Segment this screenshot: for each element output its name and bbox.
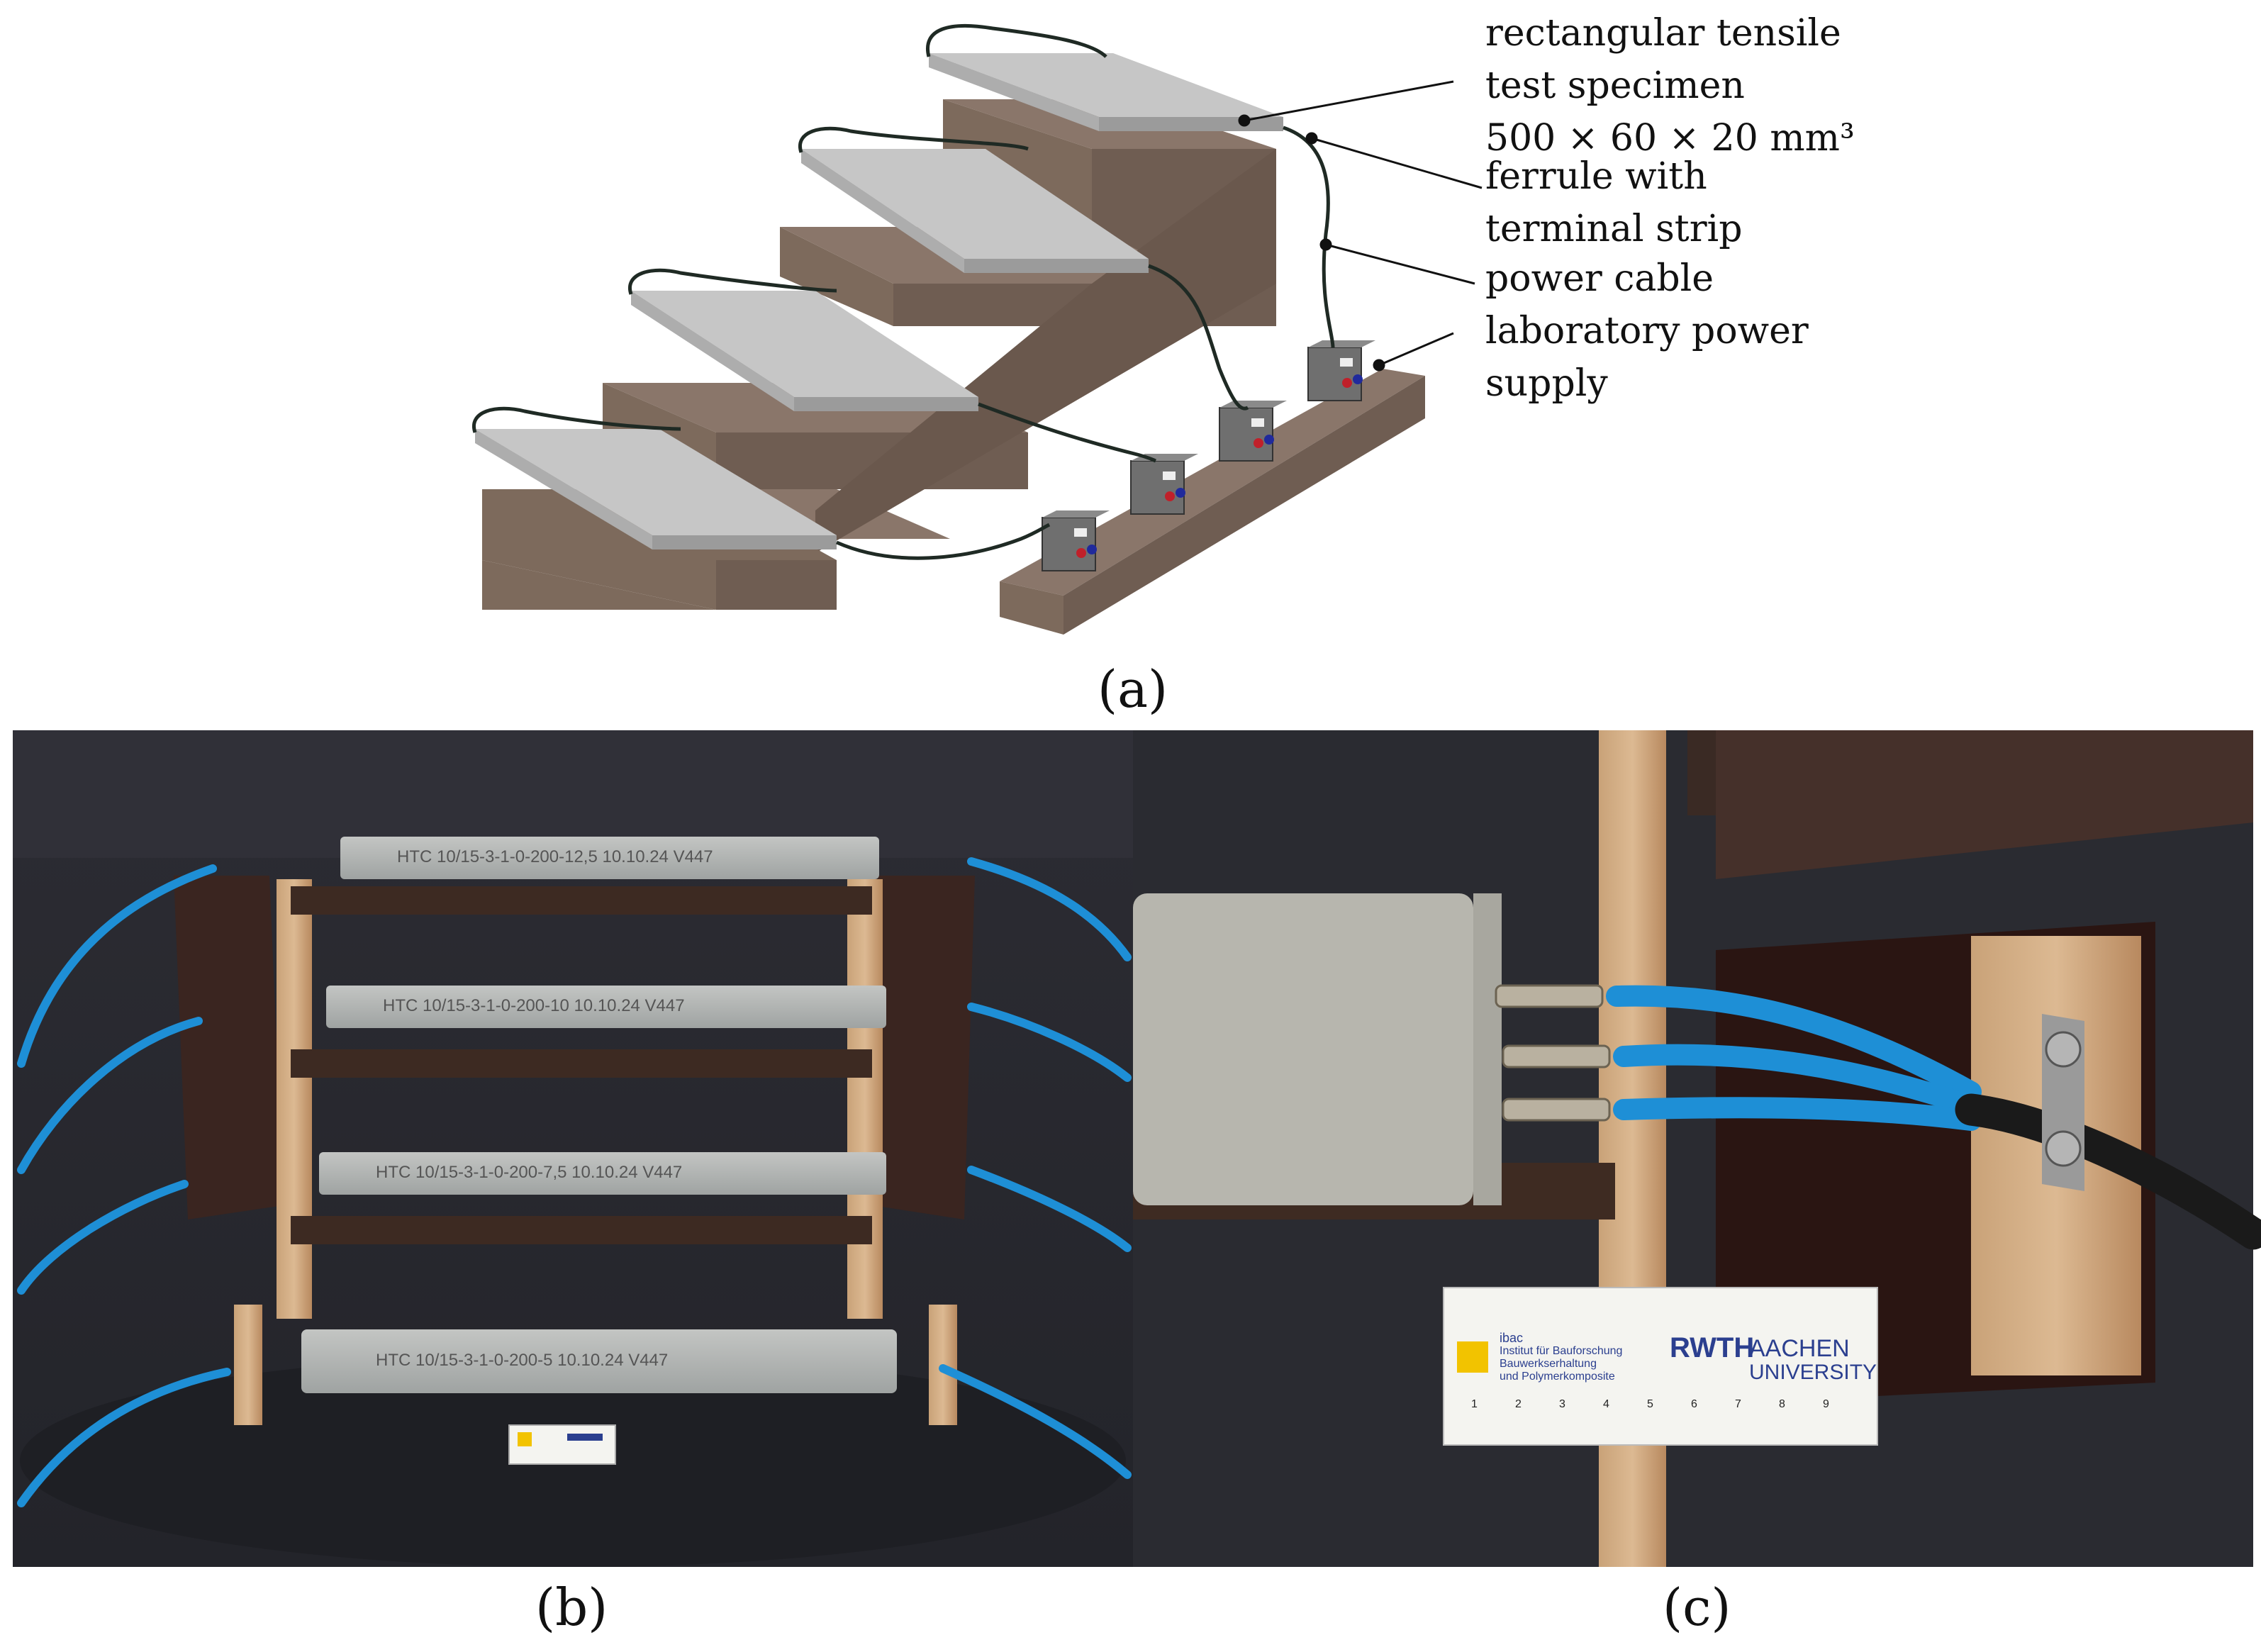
- callout-specimen-line1: rectangular tensile: [1485, 12, 1841, 55]
- callout-supply-line1: laboratory power: [1485, 310, 1809, 352]
- scale-tick-3: 3: [1559, 1398, 1565, 1410]
- scale-tick-2: 2: [1515, 1398, 1522, 1410]
- callout-cable: power cable: [1485, 252, 1714, 305]
- panel-b-photo: [13, 730, 1133, 1567]
- photo-c-cables: [1606, 985, 2261, 1250]
- schematic-cables: [471, 23, 1335, 560]
- photo-b-specimen-3: [319, 1152, 886, 1195]
- photo-b-scale-card: [508, 1424, 616, 1465]
- scale-rwth: RWTH: [1670, 1332, 1755, 1363]
- scale-aachen: AACHEN: [1749, 1335, 1850, 1362]
- callout-ferrule-line1: ferrule with: [1485, 155, 1707, 198]
- photo-b-specimen-1: [340, 837, 879, 879]
- scale-institute-1: Institut für Bauforschung: [1500, 1345, 1623, 1357]
- panel-a-schematic: [471, 23, 1483, 635]
- panel-label-a: (a): [1098, 659, 1168, 719]
- photo-b-specimen-2: [326, 986, 886, 1028]
- scale-institute-2: Bauwerkserhaltung: [1500, 1358, 1597, 1370]
- scale-card: ibac Institut für Bauforschung Bauwerkse…: [1443, 1287, 1878, 1446]
- power-supply-1: [1307, 340, 1375, 401]
- callout-ferrule: ferrule with terminal strip: [1485, 150, 1742, 255]
- scale-ruler: 1 2 3 4 5 6 7 8 9: [1451, 1398, 1870, 1441]
- callout-cable-text: power cable: [1485, 257, 1714, 300]
- ibac-logo-square: [1457, 1341, 1488, 1373]
- scale-institute-3: und Polymerkomposite: [1500, 1371, 1615, 1383]
- schematic-specimen-2: [801, 149, 1149, 259]
- callout-specimen-dims: 500 × 60 × 20 mm³: [1485, 117, 1855, 160]
- supply-base-beam: [1000, 369, 1425, 596]
- scale-tick-7: 7: [1735, 1398, 1741, 1410]
- power-supply-2: [1219, 401, 1287, 462]
- specimen-tag-4: HTC 10/15-3-1-0-200-5 10.10.24 V447: [376, 1351, 669, 1370]
- power-supply-4: [1042, 510, 1110, 571]
- callout-specimen: rectangular tensile test specimen 500 × …: [1485, 7, 1855, 164]
- panel-label-c: (c): [1663, 1578, 1731, 1637]
- callout-ferrule-line2: terminal strip: [1485, 208, 1743, 250]
- schematic-specimen-4: [475, 429, 837, 535]
- schematic-specimen-1: [929, 53, 1283, 117]
- schematic-power-supplies: [1042, 340, 1375, 571]
- scale-tick-5: 5: [1647, 1398, 1653, 1410]
- scale-tick-6: 6: [1691, 1398, 1697, 1410]
- photo-c-ferrules: [1495, 984, 1611, 1122]
- specimen-tag-2: HTC 10/15-3-1-0-200-10 10.10.24 V447: [383, 996, 685, 1015]
- schematic-specimens: [475, 53, 1283, 549]
- scale-tick-8: 8: [1779, 1398, 1785, 1410]
- callout-specimen-line2: test specimen: [1485, 65, 1745, 107]
- scale-university: UNIVERSITY: [1749, 1361, 1877, 1384]
- power-supply-3: [1130, 454, 1198, 515]
- scale-tick-4: 4: [1603, 1398, 1609, 1410]
- scale-ibac: ibac: [1500, 1331, 1524, 1345]
- photo-b-cables: [17, 857, 1132, 1507]
- photo-c-clamp: [2042, 1014, 2084, 1191]
- callout-supply-line2: supply: [1485, 362, 1608, 405]
- photo-b-specimens: [301, 837, 897, 1393]
- scale-tick-9: 9: [1823, 1398, 1829, 1410]
- specimen-tag-1: HTC 10/15-3-1-0-200-12,5 10.10.24 V447: [397, 847, 713, 866]
- panel-label-b: (b): [535, 1578, 608, 1637]
- callout-leaders: [1238, 80, 1483, 372]
- schematic-specimen-3: [631, 291, 978, 397]
- callout-supply: laboratory power supply: [1485, 305, 1809, 410]
- specimen-tag-3: HTC 10/15-3-1-0-200-7,5 10.10.24 V447: [376, 1163, 683, 1182]
- scale-tick-1: 1: [1471, 1398, 1478, 1410]
- photo-b-specimen-4: [301, 1329, 897, 1393]
